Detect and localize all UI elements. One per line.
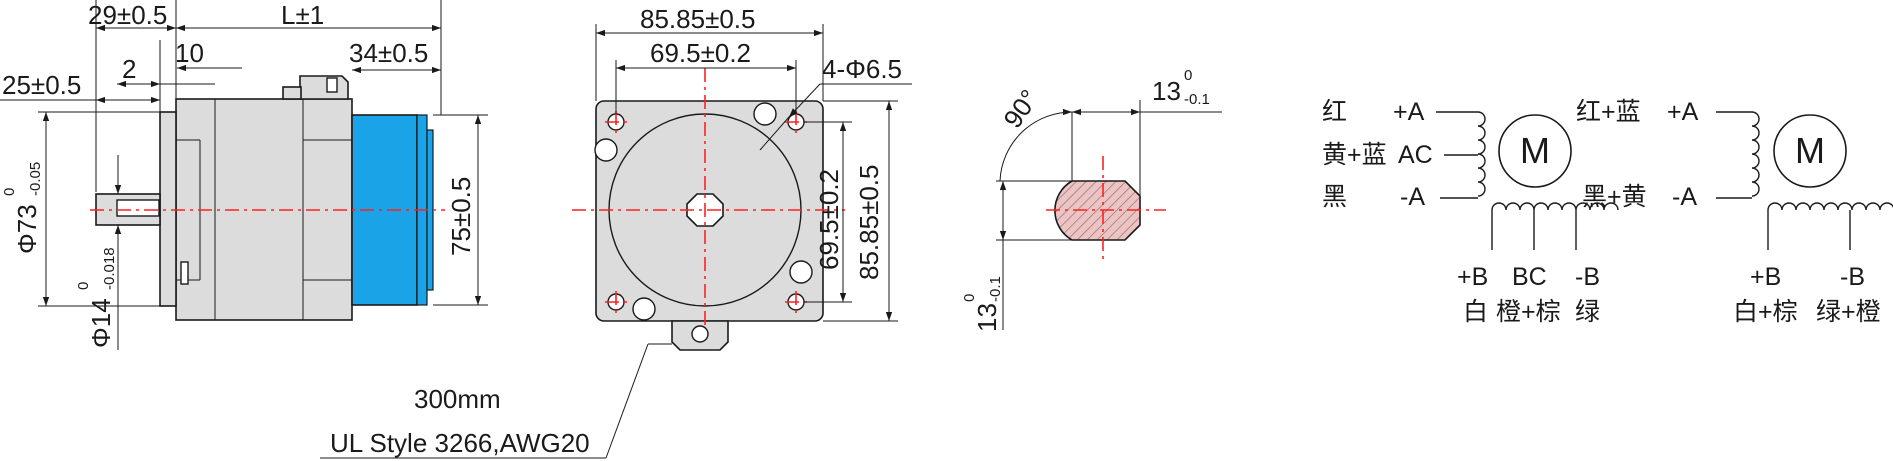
dim-13-h-upper: 0 (1184, 67, 1192, 84)
dim-34: 34±0.5 (349, 38, 428, 68)
term-a-minus: -A (1400, 183, 1425, 211)
shaft-cross-section (1054, 180, 1141, 241)
angle-label: 90° (997, 84, 1044, 133)
dim-holes: 4-Φ6.5 (822, 54, 902, 84)
dim-73-lower: -0.05 (27, 162, 44, 196)
wire-color-ac: 黄+蓝 (1322, 141, 1387, 169)
cable-length: 300mm (414, 384, 501, 414)
wire-color-a-minus-r: 黑+黄 (1582, 183, 1647, 211)
dim-2: 2 (122, 54, 136, 84)
dim-13-v: 13 (972, 303, 1002, 332)
dim-25: 25±0.5 (2, 70, 81, 100)
motor-label: M (1520, 130, 1550, 171)
dim-13-v-upper: 0 (961, 294, 978, 302)
term-a-minus-r: -A (1672, 183, 1697, 211)
wiring-diagram-4lead: 红+蓝 黑+黄 +A -A M +B -B 白+棕 绿+橙 (1576, 98, 1893, 326)
wire-color-a-plus: 红 (1322, 98, 1347, 126)
term-ac: AC (1398, 141, 1433, 169)
dim-13-v-lower: -0.1 (987, 276, 1004, 302)
front-view: 85.85±0.5 69.5±0.2 4-Φ6.5 69.5±0.2 85.85… (572, 4, 912, 351)
motor-label-r: M (1795, 130, 1825, 171)
cable-callout: 300mm UL Style 3266,AWG20 (320, 343, 672, 459)
dim-85-top: 85.85±0.5 (640, 4, 755, 34)
shaft-section: 90° 13 0 -0.1 13 0 -0.1 (961, 67, 1222, 332)
dim-69-side: 69.5±0.2 (814, 169, 844, 270)
wire-color-b-plus: 白 (1463, 298, 1488, 326)
wiring-diagram-6lead: 红 黄+蓝 黑 +A AC -A M +B BC -B 白 橙+棕 绿 (1322, 98, 1619, 326)
dim-69-top: 69.5±0.2 (650, 38, 751, 68)
dim-73: Φ73 (12, 204, 42, 254)
term-a-plus-r: +A (1667, 98, 1699, 126)
dim-10: 10 (175, 38, 204, 68)
wire-color-b-plus-r: 白+棕 (1733, 298, 1798, 326)
dim-14-upper: 0 (75, 282, 92, 290)
term-a-plus: +A (1393, 98, 1425, 126)
wire-color-a-minus: 黑 (1322, 183, 1347, 211)
wire-color-bc: 橙+棕 (1496, 298, 1561, 326)
motor-symbol (1498, 114, 1572, 188)
dim-85-side: 85.85±0.5 (854, 165, 884, 280)
wire-color-b-minus-r: 绿+橙 (1816, 298, 1881, 326)
dim-73-upper: 0 (1, 188, 18, 196)
front-flange (159, 111, 177, 307)
term-b-minus-r: -B (1840, 263, 1865, 291)
motor-symbol-r (1773, 114, 1847, 188)
dim-29: 29±0.5 (88, 0, 167, 30)
dim-13-h-lower: -0.1 (1184, 91, 1210, 108)
term-b-plus: +B (1457, 263, 1488, 291)
wire-color-b-minus: 绿 (1575, 298, 1600, 326)
term-b-minus: -B (1575, 263, 1600, 291)
dim-13-h: 13 (1152, 76, 1181, 106)
dim-14-lower: -0.018 (101, 247, 118, 290)
wire-color-a-plus-r: 红+蓝 (1576, 98, 1641, 126)
term-bc: BC (1512, 263, 1547, 291)
dim-14: Φ14 (86, 298, 116, 348)
connector (299, 75, 349, 100)
term-b-plus-r: +B (1750, 263, 1781, 291)
dim-L: L±1 (281, 0, 324, 30)
dim-75: 75±0.5 (446, 177, 476, 256)
cable-spec: UL Style 3266,AWG20 (330, 428, 590, 458)
side-view: 29±0.5 L±1 34±0.5 10 2 25±0.5 Φ73 0 -0.0… (0, 0, 488, 350)
mounting-holes (594, 102, 813, 321)
